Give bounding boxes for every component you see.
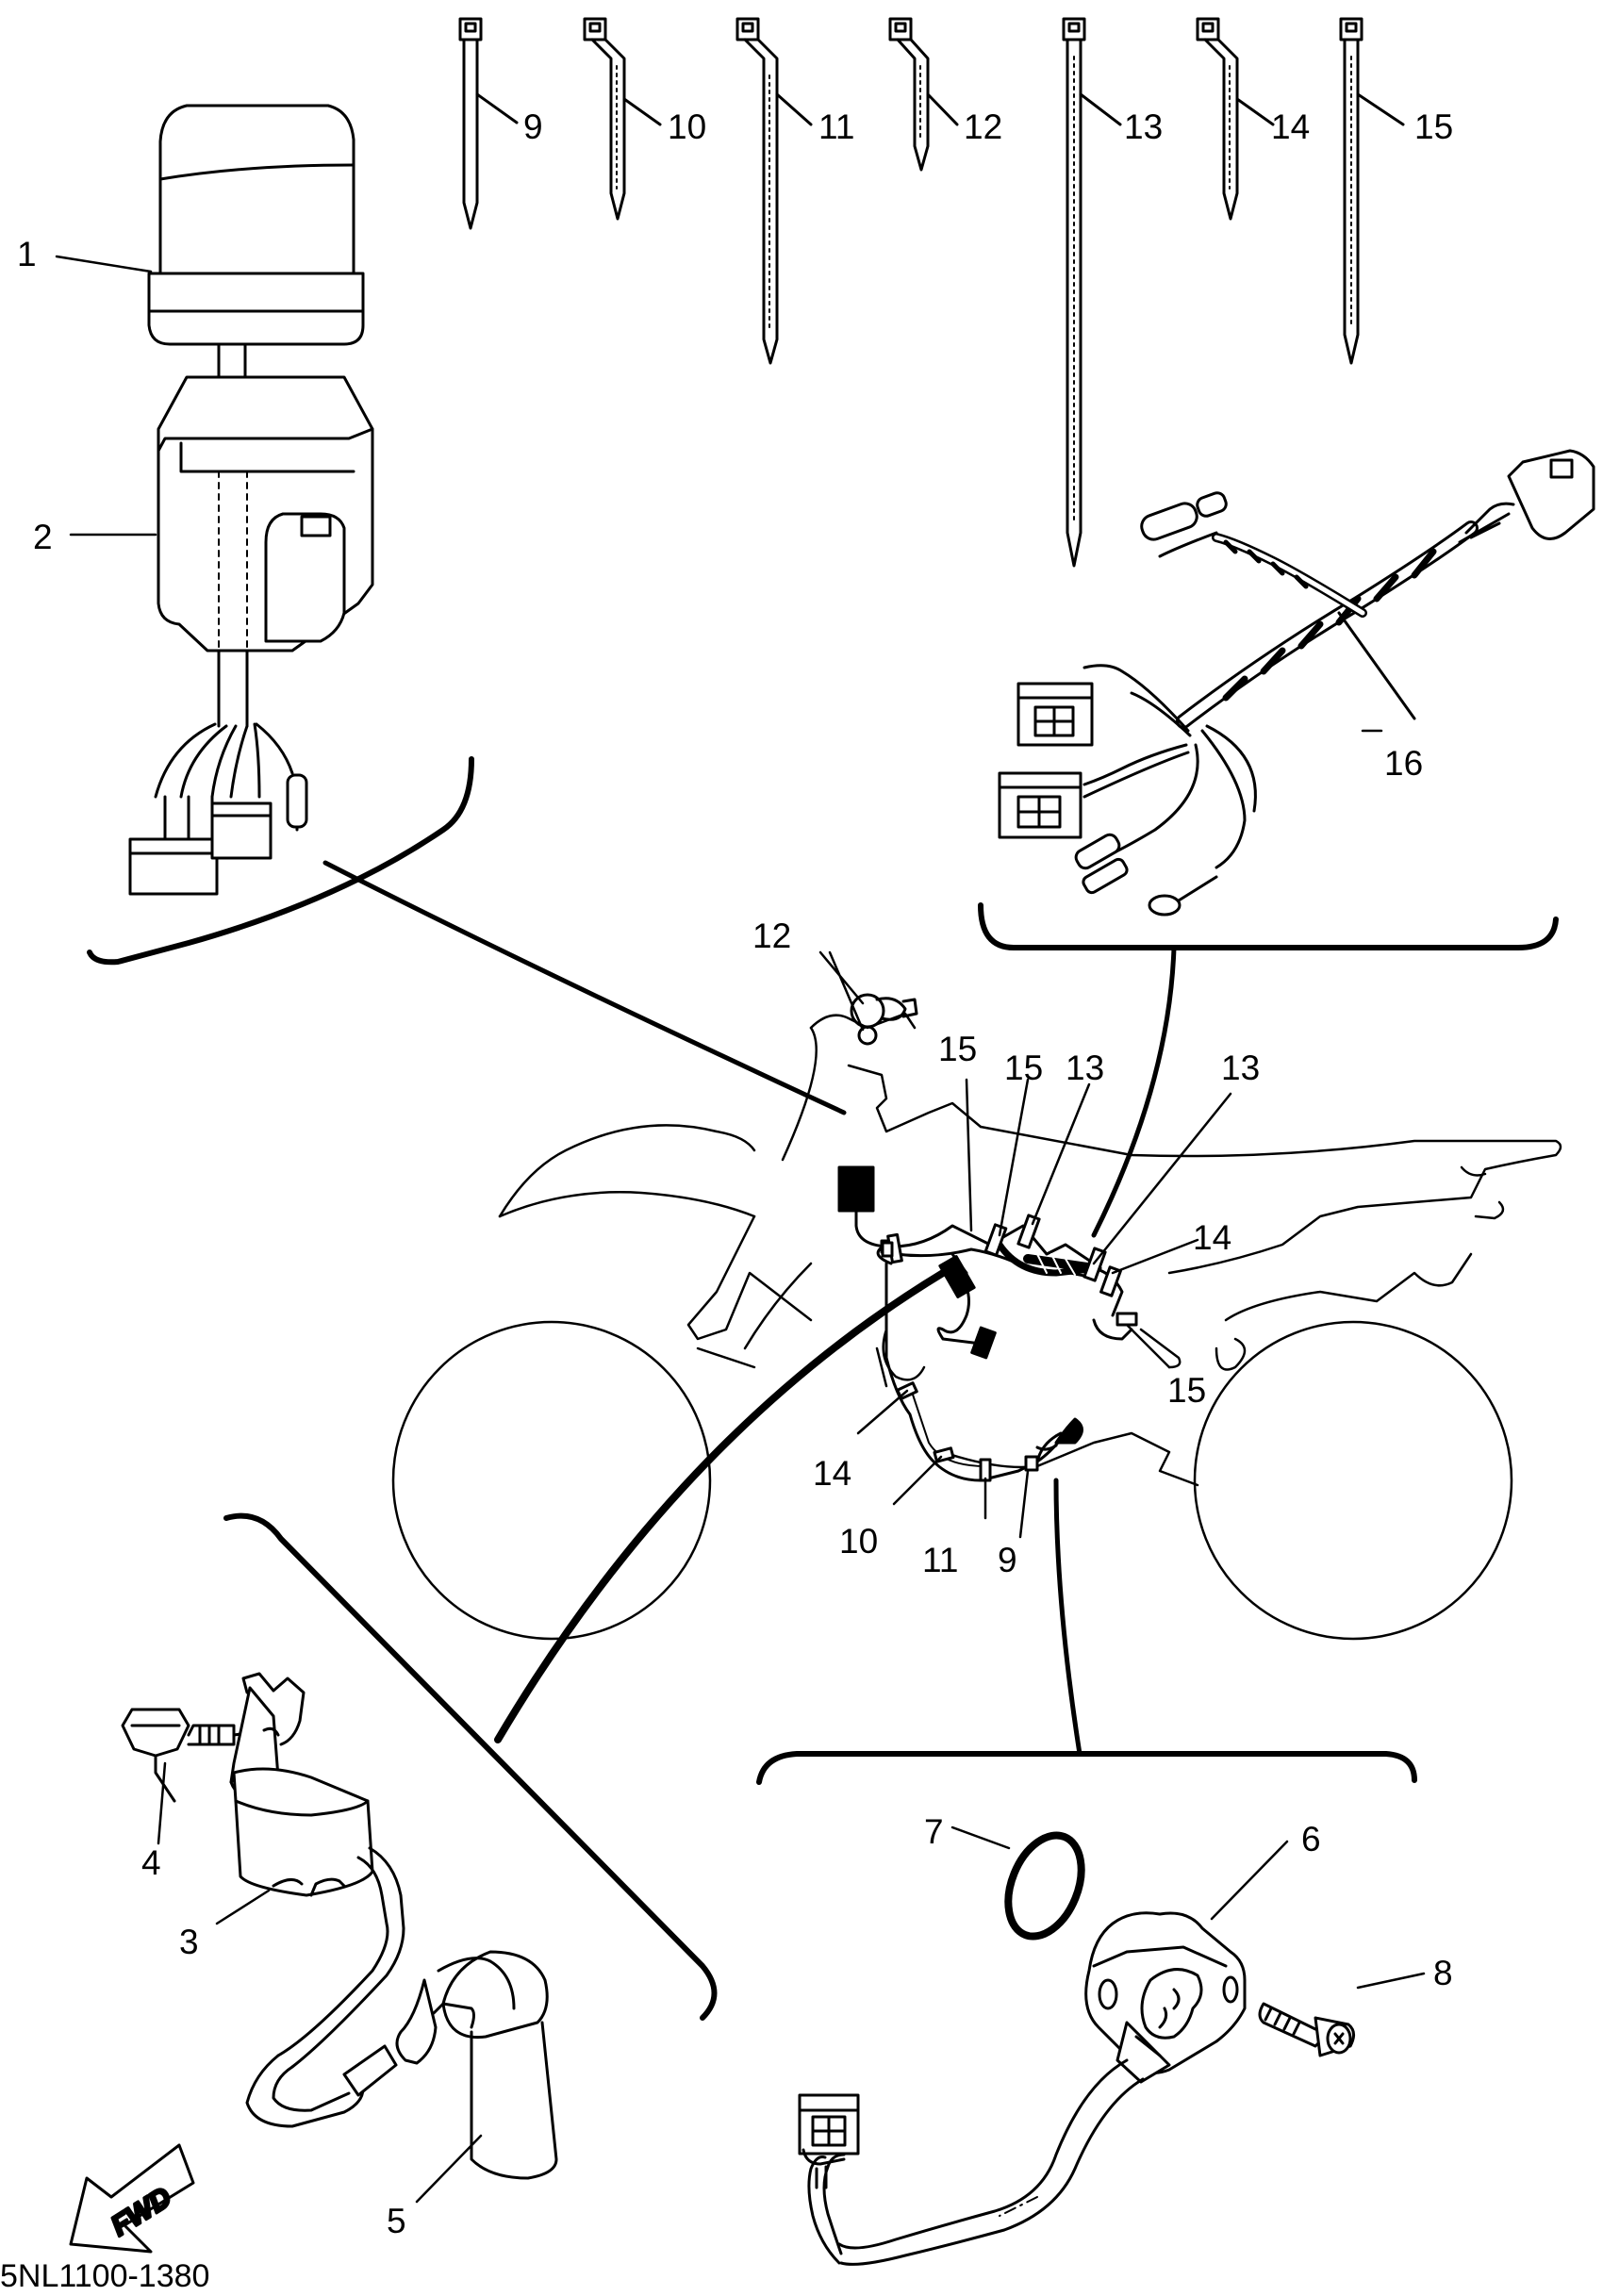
fwd-arrow-icon: FWD — [69, 2143, 195, 2254]
bike-callout-14-left: 14 — [813, 1454, 851, 1493]
callout-12: 12 — [964, 107, 1002, 146]
bike-callout-11: 11 — [922, 1541, 958, 1579]
cable-tie-10 — [583, 17, 662, 221]
cable-ties-row — [458, 17, 1405, 568]
callout-13: 13 — [1124, 107, 1163, 146]
motorcycle-outline — [391, 1012, 1562, 1641]
ignition-coil-assembly — [121, 1672, 558, 2180]
wire-harness-assembly — [998, 449, 1595, 917]
cable-tie-9 — [458, 17, 519, 230]
callout-5: 5 — [387, 2202, 406, 2240]
cable-tie-12 — [888, 17, 959, 172]
callout-14: 14 — [1271, 107, 1310, 146]
callout-3: 3 — [179, 1923, 199, 1961]
callout-15: 15 — [1414, 107, 1453, 146]
bike-callout-15-left: 15 — [938, 1030, 977, 1068]
harness-leader-to-bike — [1091, 945, 1177, 1238]
callout-leader-lines — [55, 255, 1426, 2204]
sensor-group-bracket — [756, 1751, 1417, 1785]
callout-1: 1 — [17, 235, 37, 273]
bike-callout-14-right: 14 — [1193, 1218, 1231, 1257]
callout-9: 9 — [523, 107, 543, 146]
callout-8: 8 — [1433, 1954, 1453, 1992]
callout-2: 2 — [33, 518, 53, 556]
cdi-unit-assembly — [128, 104, 374, 896]
cable-tie-11 — [735, 17, 813, 365]
bike-callout-13-right: 13 — [1221, 1049, 1260, 1087]
diagram-code: 5NL1100-1380 — [0, 2258, 209, 2291]
bike-callout-10: 10 — [839, 1522, 878, 1561]
bike-callout-15-right: 15 — [1167, 1371, 1206, 1410]
center-leader-lines — [818, 950, 1232, 1539]
cable-tie-15 — [1339, 17, 1405, 365]
callout-6: 6 — [1301, 1820, 1321, 1858]
callout-10: 10 — [668, 107, 706, 146]
cable-tie-14 — [1196, 17, 1275, 221]
harness-group-bracket — [978, 902, 1559, 950]
coil-group-bracket — [223, 1512, 718, 2021]
callout-7: 7 — [924, 1812, 944, 1851]
cdi-leader-to-bike — [322, 860, 847, 1115]
cdi-group-bracket — [87, 756, 474, 966]
callout-16: 16 — [1384, 744, 1423, 783]
sensor-assembly — [798, 1831, 1355, 2266]
bike-callout-13-left: 13 — [1066, 1049, 1104, 1087]
callout-4: 4 — [141, 1843, 161, 1882]
sensor-leader-from-bike — [1053, 1478, 1082, 1757]
callout-11: 11 — [818, 107, 854, 146]
cable-tie-13 — [1062, 17, 1122, 568]
bike-callout-12: 12 — [752, 917, 791, 955]
callout-labels: 1 2 3 4 5 6 7 8 9 10 11 12 13 14 15 16 1… — [0, 107, 1453, 2294]
bike-callout-9: 9 — [998, 1541, 1017, 1579]
coil-leader-from-bike — [494, 1269, 947, 1743]
bike-callout-15-mid: 15 — [1004, 1049, 1043, 1087]
bike-wiring — [837, 993, 1138, 1482]
